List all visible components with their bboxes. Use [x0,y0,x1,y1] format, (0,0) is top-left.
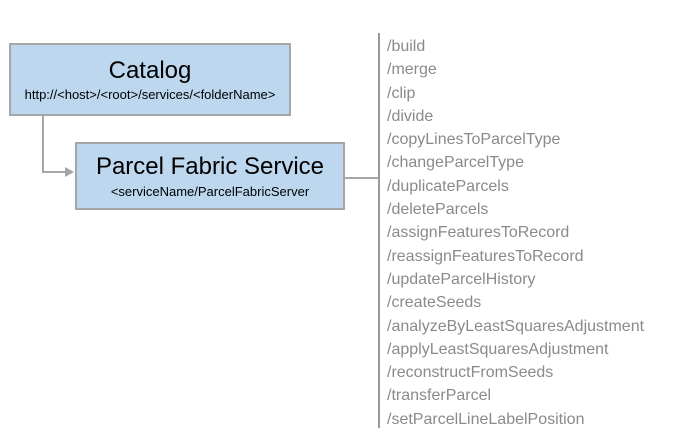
endpoint-item: /copyLinesToParcelType [387,131,561,149]
parcel-fabric-service-title: Parcel Fabric Service [95,153,325,181]
endpoint-item: /analyzeByLeastSquaresAdjustment [387,317,645,335]
connector-catalog-vertical [42,114,44,173]
endpoint-item: /clip [387,84,416,102]
endpoint-item: /changeParcelType [387,154,524,172]
connector-catalog-horizontal [42,171,66,173]
arrowhead-icon [65,167,74,177]
catalog-node-title: Catalog [108,56,192,84]
endpoint-item: /transferParcel [387,387,492,405]
endpoint-item: /merge [387,61,437,79]
endpoint-item: /assignFeaturesToRecord [387,224,570,242]
endpoint-item: /setParcelLineLabelPosition [387,410,585,428]
endpoint-item: /reconstructFromSeeds [387,364,554,382]
catalog-node: Catalog http://<host>/<root>/services/<f… [9,43,291,116]
endpoint-item: /createSeeds [387,294,482,312]
parcel-fabric-service-node: Parcel Fabric Service <serviceName/Parce… [75,142,345,210]
endpoint-item: /reassignFeaturesToRecord [387,247,584,265]
catalog-node-url: http://<host>/<root>/services/<folderNam… [24,87,276,103]
endpoint-item: /deleteParcels [387,201,489,219]
endpoint-item: /divide [387,107,434,125]
endpoint-list-divider [378,33,380,428]
connector-service-to-list [343,177,379,179]
endpoint-item: /updateParcelHistory [387,270,536,288]
parcel-fabric-service-url: <serviceName/ParcelFabricServer [110,183,310,199]
endpoint-item: /applyLeastSquaresAdjustment [387,340,609,358]
endpoint-item: /build [387,38,426,55]
endpoint-list: /build /merge /clip /divide /copyLinesTo… [387,35,644,431]
endpoint-item: /duplicateParcels [387,177,509,195]
